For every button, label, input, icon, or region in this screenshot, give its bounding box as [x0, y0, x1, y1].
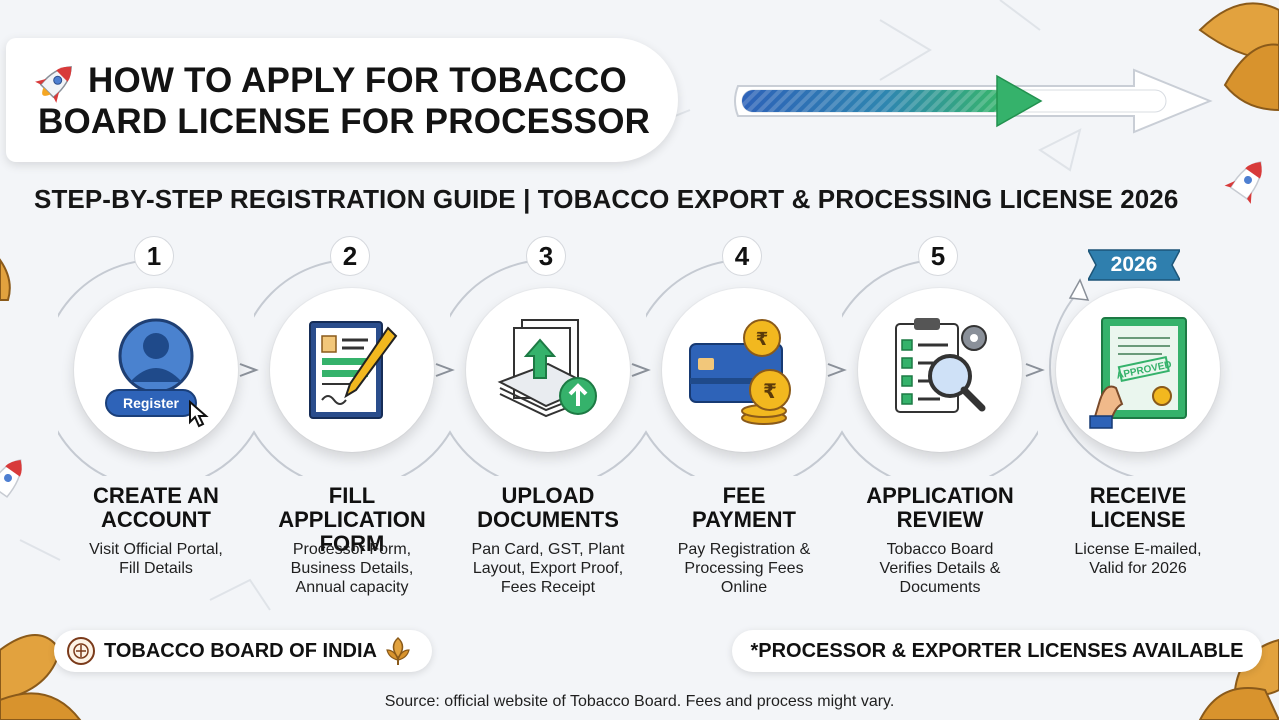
upload-documents-icon: [497, 319, 597, 418]
checklist-magnifier-icon: [895, 318, 987, 413]
step-ring: [1049, 278, 1135, 476]
step-description: Visit Official Portal, Fill Details: [89, 541, 223, 577]
card-coins-icon: ₹ ₹: [689, 319, 791, 425]
step-6: APPROVED RECEIVE LICENSE License E-maile…: [1040, 236, 1236, 616]
step-title: FEE PAYMENT: [692, 483, 796, 532]
year-badge-label: 2026: [1110, 253, 1158, 276]
step-ring: [450, 259, 646, 476]
step-number: 5: [918, 236, 958, 276]
step-ring: [842, 259, 1038, 476]
step-title: APPLICATION REVIEW: [866, 483, 1014, 532]
year-ribbon: [1088, 249, 1180, 281]
step-number: 3: [526, 236, 566, 276]
leaf-decoration-left: [0, 258, 11, 301]
step-title: FILL APPLICATION FORM: [278, 483, 426, 556]
step-5: 5 APPLICATION REVIEW Tobacco Board Verif…: [842, 236, 1038, 616]
rocket-decoration-right: [1224, 161, 1262, 204]
step-description: Pan Card, GST, Plant Layout, Export Proo…: [471, 541, 625, 596]
source-note: Source: official website of Tobacco Boar…: [384, 693, 895, 710]
step-number: 4: [722, 236, 762, 276]
tobacco-leaf-icon: [386, 636, 410, 665]
tobacco-board-seal-icon: [67, 637, 95, 665]
tobacco-board-label: TOBACCO BOARD OF INDIA: [104, 639, 377, 662]
step-3: 3 UPLOAD DOCUMENTS Pan Card, GST, Plant …: [450, 236, 646, 616]
title-card: HOW TO APPLY FOR TOBACCO BOARD LICENSE F…: [6, 38, 678, 162]
form-pen-icon: [309, 321, 398, 419]
progress-arrow: [734, 68, 1213, 134]
step-1: 1 Register CREATE AN ACCOUNT Visit Offic…: [58, 236, 254, 616]
step-ring: [646, 259, 842, 476]
user-register-icon: Register: [105, 318, 209, 428]
step-title: CREATE AN ACCOUNT: [93, 483, 219, 532]
licenses-available-note: *PROCESSOR & EXPORTER LICENSES AVAILABLE: [732, 630, 1262, 672]
page-title-line-2: BOARD LICENSE FOR PROCESSOR: [38, 102, 651, 141]
step-description: Processor Form, Business Details, Annual…: [290, 541, 414, 596]
page-title-line-1: HOW TO APPLY FOR TOBACCO: [88, 61, 627, 100]
subtitle: STEP-BY-STEP REGISTRATION GUIDE | TOBACC…: [34, 184, 1179, 214]
rocket-icon: [35, 66, 72, 103]
svg-text:₹: ₹: [763, 379, 777, 403]
step-description: License E-mailed, Valid for 2026: [1074, 541, 1202, 577]
step-4: 4 ₹ ₹ FEE PAYMENT Pay Registration & Pro…: [646, 236, 842, 616]
step-number: 2: [330, 236, 370, 276]
svg-text:₹: ₹: [756, 329, 769, 350]
step-ring: [254, 259, 450, 476]
rocket-decoration-left: [0, 459, 22, 498]
step-ring: [58, 259, 254, 476]
step-title: RECEIVE LICENSE: [1089, 483, 1187, 532]
register-label: Register: [123, 395, 180, 411]
step-description: Pay Registration & Processing Fees Onlin…: [677, 541, 811, 596]
step-number: 1: [134, 236, 174, 276]
step-description: Tobacco Board Verifies Details & Documen…: [879, 541, 1001, 596]
tobacco-board-badge: TOBACCO BOARD OF INDIA: [54, 630, 432, 672]
step-2: 2 FILL APPLICATION FORM Processor Form, …: [254, 236, 450, 616]
step-title: UPLOAD DOCUMENTS: [477, 483, 619, 532]
approved-certificate-icon: APPROVED: [1089, 317, 1187, 429]
